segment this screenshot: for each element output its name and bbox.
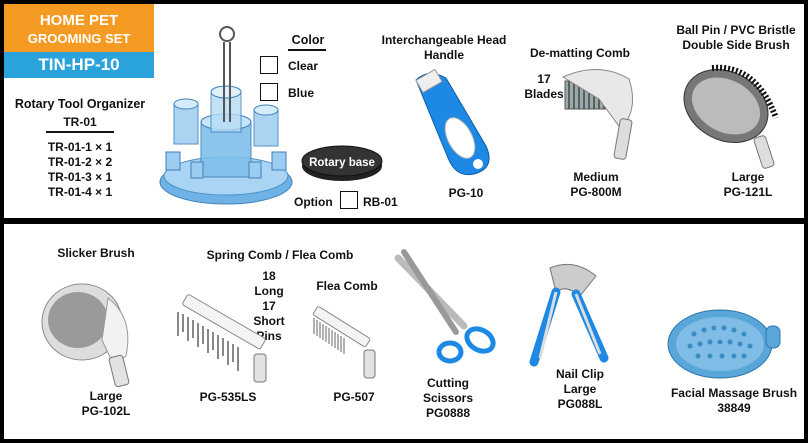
dematting-blades-label: Blades	[524, 87, 564, 101]
slicker-name: Slicker Brush	[57, 246, 135, 260]
spring-pins-line: Long	[254, 284, 284, 298]
flea-comb-name: Flea Comb	[316, 279, 378, 293]
scissors-name-line1: Cutting	[427, 376, 469, 390]
rotary-base-image	[301, 145, 383, 181]
color-option-blue: Blue	[288, 86, 315, 100]
option-label: Option	[294, 195, 333, 209]
spring-comb-code: PG-535LS	[199, 390, 257, 404]
dematting-size: Medium	[573, 170, 619, 184]
organizer-item: TR-01-3 × 1	[47, 170, 113, 184]
header-title: HOME PET	[39, 12, 119, 29]
top-product-panel: HOME PET GROOMING SET TIN-HP-10 Rotary T…	[4, 4, 804, 218]
slicker-code: PG-102L	[81, 404, 131, 418]
interchangeable-handle-image	[415, 68, 490, 176]
nail-clip-code: PG088L	[557, 397, 603, 411]
color-heading-underline	[288, 49, 326, 51]
flea-comb-code: PG-507	[333, 390, 375, 404]
organizer-divider	[46, 131, 114, 133]
color-heading: Color	[291, 33, 325, 47]
dematting-blades-count: 17	[537, 72, 551, 86]
dematting-name: De-matting Comb	[530, 46, 630, 60]
spring-pins-line: 17	[262, 299, 276, 313]
header-banner: HOME PET GROOMING SET	[4, 4, 154, 52]
massage-brush-code: 38849	[717, 401, 751, 415]
option-checkbox[interactable]	[340, 191, 358, 209]
ballpin-code: PG-121L	[723, 185, 773, 199]
color-checkbox-blue[interactable]	[260, 83, 278, 101]
bottom-product-panel: Slicker Brush Large PG-102L Spring Comb …	[4, 224, 804, 439]
nail-clipper-image	[529, 263, 609, 367]
rotary-base-label: Rotary base	[309, 157, 375, 169]
spring-pins-line: Short	[253, 314, 285, 328]
massage-brush-name: Facial Massage Brush	[670, 386, 798, 400]
ballpin-size: Large	[731, 170, 765, 184]
organizer-item: TR-01-1 × 1	[47, 140, 113, 154]
rotary-organizer-image	[159, 26, 293, 205]
slicker-brush-image	[41, 283, 130, 388]
massage-brush-image	[667, 309, 781, 379]
header-subtitle: GROOMING SET	[27, 31, 131, 46]
dematting-code: PG-800M	[570, 185, 622, 199]
nail-clip-name: Nail Clip	[555, 367, 605, 381]
slicker-size: Large	[89, 389, 123, 403]
dematting-comb-image	[561, 68, 634, 160]
nail-clip-size: Large	[563, 382, 597, 396]
organizer-code: TR-01	[63, 115, 97, 129]
spring-comb-image	[177, 294, 267, 383]
organizer-title: Rotary Tool Organizer	[14, 97, 146, 111]
color-checkbox-clear[interactable]	[260, 56, 278, 74]
handle-code: PG-10	[448, 186, 484, 200]
ballpin-name-line1: Ball Pin / PVC Bristle	[676, 23, 796, 37]
spring-pins-line: 18	[262, 269, 276, 283]
header-code: TIN-HP-10	[4, 52, 154, 78]
handle-name-line2: Handle	[423, 48, 465, 62]
scissors-image	[394, 249, 496, 364]
rotary-base-code: RB-01	[363, 195, 398, 209]
organizer-item: TR-01-2 × 2	[47, 155, 113, 169]
ballpin-brush-image	[683, 64, 779, 169]
organizer-item: TR-01-4 × 1	[47, 185, 113, 199]
scissors-code: PG0888	[425, 406, 471, 420]
handle-name-line1: Interchangeable Head	[381, 33, 507, 47]
scissors-name-line2: Scissors	[422, 391, 474, 405]
color-option-clear: Clear	[288, 59, 319, 73]
spring-comb-name: Spring Comb / Flea Comb	[206, 248, 354, 262]
flea-comb-image	[312, 306, 376, 379]
ballpin-name-line2: Double Side Brush	[682, 38, 790, 52]
